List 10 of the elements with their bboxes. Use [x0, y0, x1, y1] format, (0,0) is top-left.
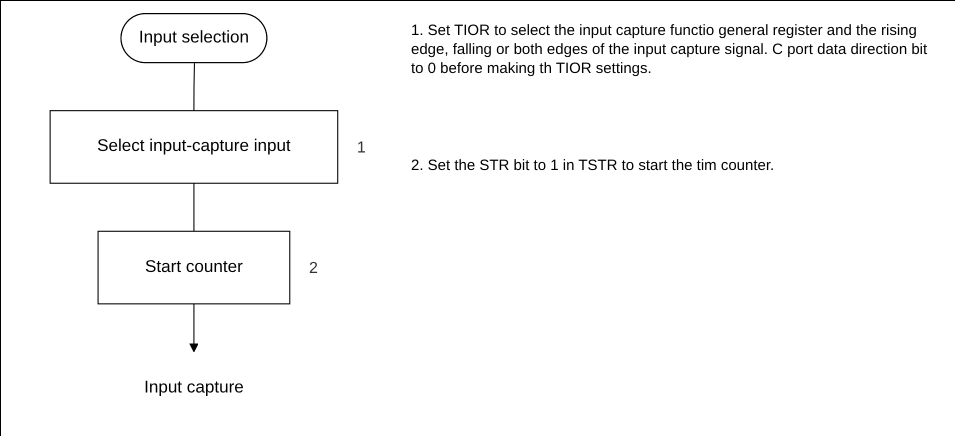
step-number: 1: [356, 139, 366, 156]
connector: [193, 63, 195, 111]
connector: [193, 183, 194, 232]
node-text: Input capture: [144, 378, 244, 397]
node-box: Start counter: [98, 230, 290, 304]
node-box: Select input-capture input: [50, 110, 338, 184]
note-text: 2. Set the STR bit to 1 in TSTR to start the tim counter.: [411, 156, 776, 175]
note-text: 1. Set TIOR to select the input capture functio general register and the rising edge, falling or both edges of the input capture signal. C port data direction bit to 0 before making th TIOR settings.: [411, 21, 928, 78]
step-number: 2: [308, 260, 318, 277]
arrow: [189, 304, 199, 352]
